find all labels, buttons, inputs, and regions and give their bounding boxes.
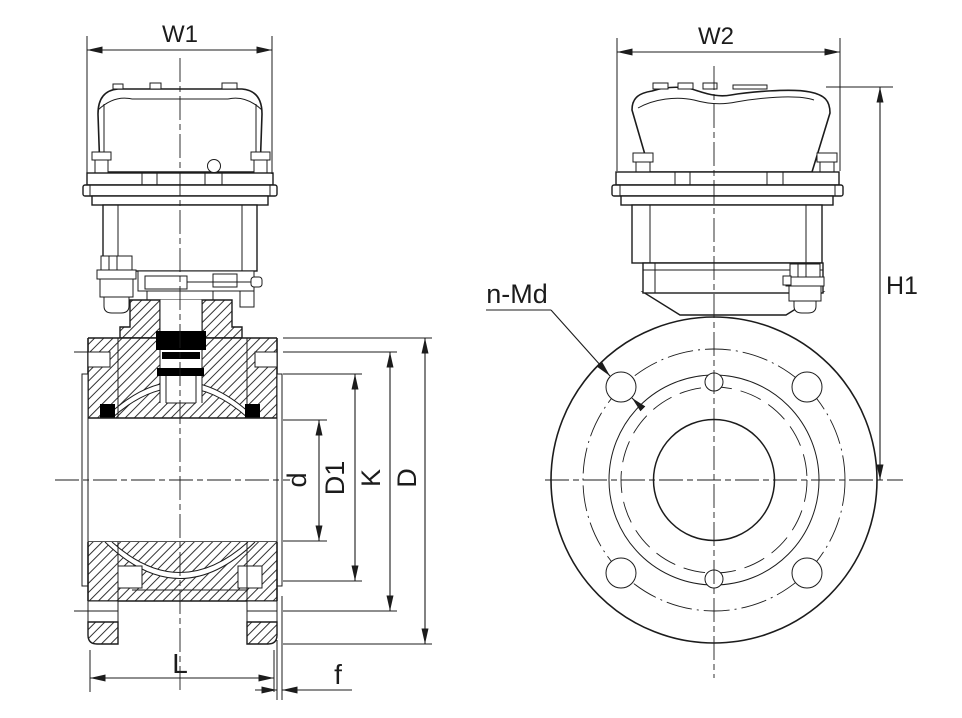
bolt-hole — [791, 557, 823, 589]
cable-gland — [96, 255, 137, 314]
flange-bolt-slot — [254, 351, 278, 368]
dim-label-d: d — [282, 472, 312, 487]
housing-bolt — [253, 159, 268, 174]
bracket-support — [239, 290, 255, 308]
seat-seal — [245, 404, 260, 418]
side-flange-view: n-Md W2 H1 — [486, 23, 918, 678]
bolt-hole-callout: n-Md — [486, 279, 646, 412]
housing-bolt — [91, 151, 112, 161]
housing-bolt — [632, 152, 654, 163]
dim-label-w2: W2 — [698, 23, 734, 50]
stem-seal-ring — [157, 368, 204, 376]
housing-tab — [702, 82, 718, 90]
stem-seal-ring — [162, 352, 200, 359]
flange-bolt-slot — [87, 351, 111, 368]
neck-section — [201, 299, 243, 339]
dimension-d1: D1 — [283, 373, 362, 582]
dim-label-d1: D1 — [320, 461, 350, 496]
dim-label-d-major: D — [392, 468, 422, 488]
seat-seal — [100, 404, 115, 418]
actuator-flange-band — [611, 184, 844, 197]
bracket-bolt — [212, 273, 238, 288]
housing-bolt — [94, 159, 109, 174]
dimension-k: K — [283, 351, 397, 612]
bracket-bolt — [144, 275, 188, 290]
dimension-h1: H1 — [826, 86, 918, 480]
dim-label-w1: W1 — [162, 21, 198, 48]
dimension-d-major: D — [283, 337, 432, 645]
stem-packing-seal — [156, 331, 206, 350]
dimension-d: d — [282, 419, 327, 542]
bolt-hole — [605, 557, 637, 589]
housing-bolt — [250, 151, 271, 161]
housing-tab — [149, 82, 162, 90]
actuator-flange-band — [615, 171, 840, 186]
bracket-bolt-tip — [250, 276, 263, 288]
housing-tab — [732, 84, 768, 90]
stem-bore — [160, 300, 202, 403]
flange-rim — [87, 621, 119, 645]
bolt-hole — [605, 371, 637, 403]
actuator-housing-side — [611, 82, 844, 314]
cable-gland — [782, 263, 825, 314]
bolt-hole-note: n-Md — [486, 279, 548, 309]
dimension-l: L — [89, 648, 275, 692]
valve-body-section — [74, 299, 283, 645]
position-indicator-icon — [207, 159, 221, 173]
housing-tab — [677, 82, 694, 90]
dim-label-k: K — [356, 469, 386, 487]
housing-bolt — [816, 152, 838, 163]
dimension-w1: W1 — [86, 21, 273, 174]
body-recess — [117, 565, 143, 589]
housing-tab — [652, 82, 669, 90]
bolt-hole — [791, 371, 823, 403]
dim-label-l: L — [172, 648, 188, 679]
flange-rim — [246, 621, 278, 645]
housing-tab — [221, 82, 238, 90]
dimension-w2: W2 — [616, 23, 841, 171]
housing-tab — [112, 83, 124, 90]
dim-label-h1: H1 — [886, 272, 918, 300]
dim-label-f: f — [334, 659, 342, 690]
body-recess — [237, 565, 263, 589]
actuator-lower-housing — [631, 204, 823, 264]
actuator-flange-band — [620, 195, 834, 206]
dimension-f: f — [255, 596, 352, 700]
front-section-view: W1 d D1 K D — [55, 21, 432, 700]
